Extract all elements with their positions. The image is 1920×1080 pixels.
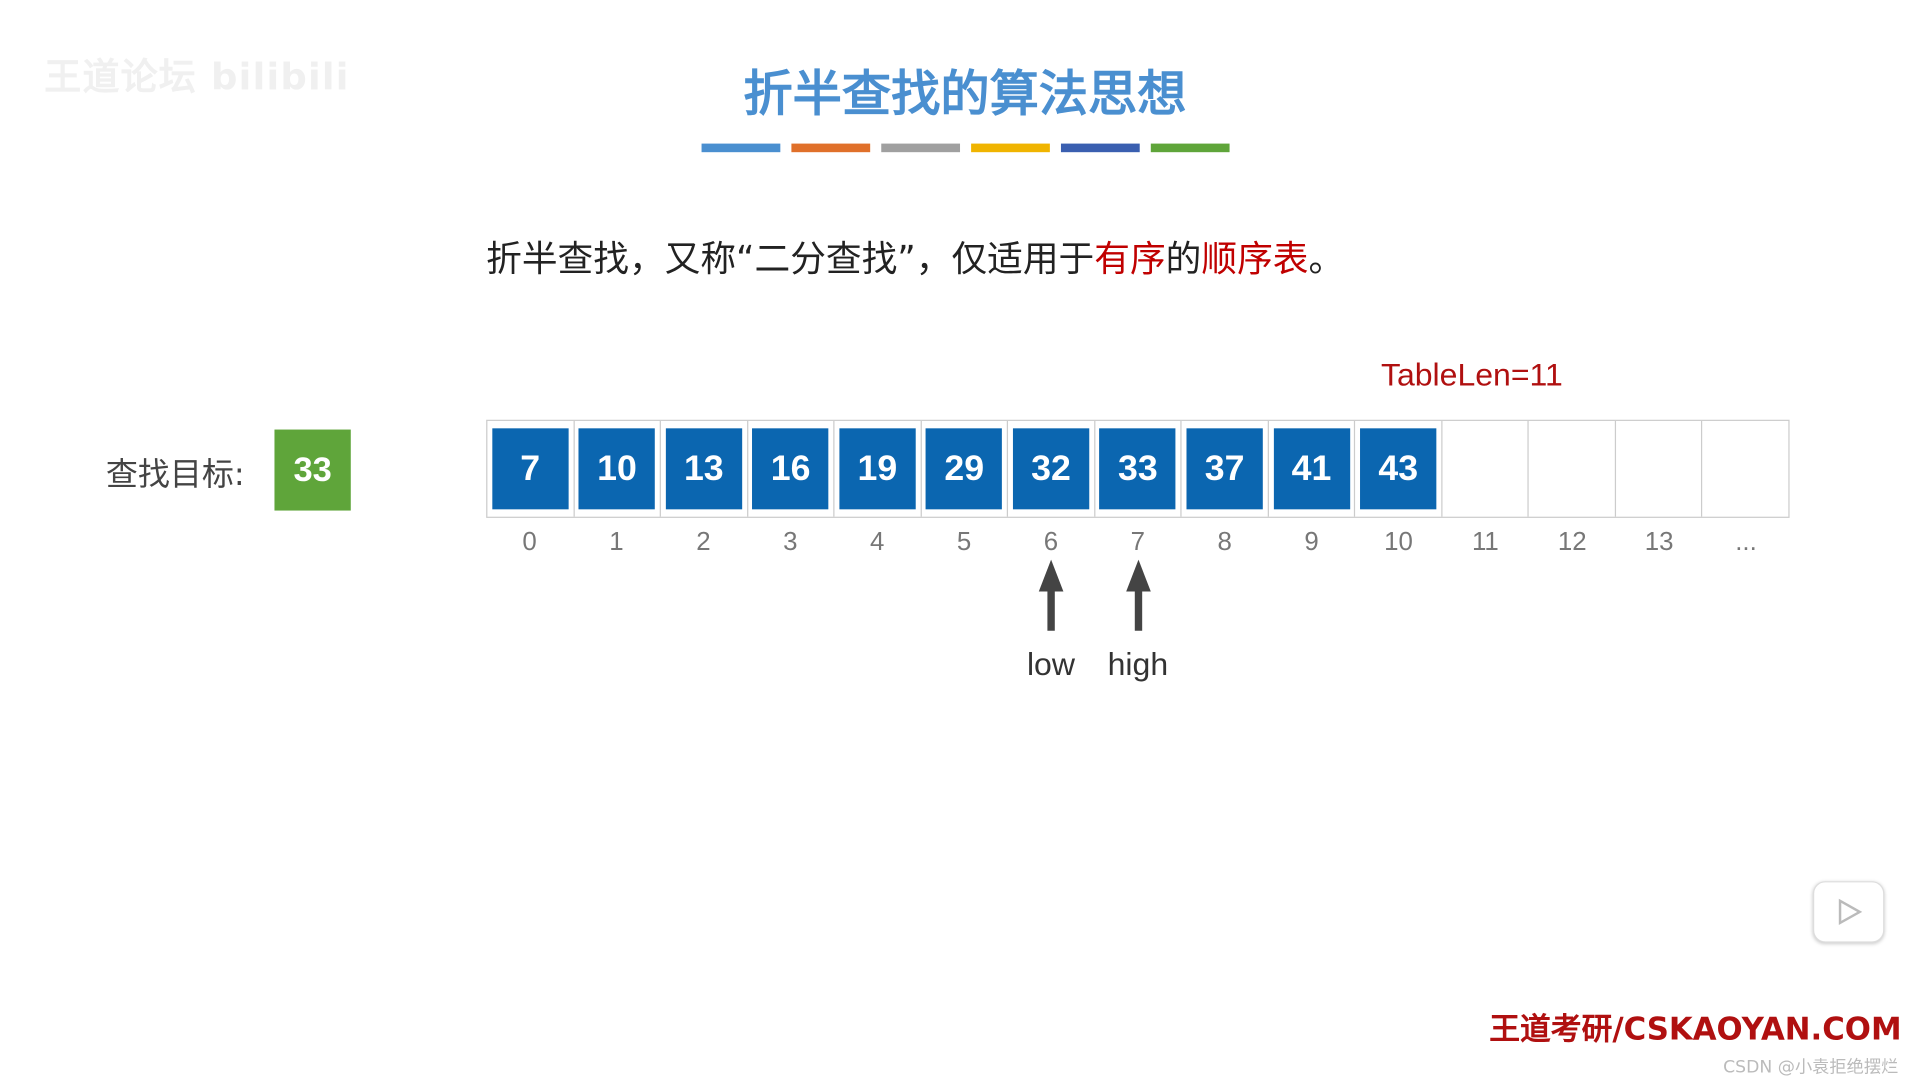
csdn-watermark: CSDN @小袁拒绝摆烂	[1723, 1057, 1899, 1078]
array-value: 19	[839, 428, 916, 510]
array-cell: 37	[1182, 420, 1269, 517]
array-cell: 29	[921, 420, 1009, 517]
arrow-up-icon	[1125, 559, 1151, 631]
underline-segment	[1150, 143, 1230, 153]
array-value: 41	[1273, 428, 1350, 510]
slide-title: 折半查找的算法思想	[743, 66, 1187, 123]
array-value: 33	[1099, 428, 1177, 510]
array-index: 7	[1130, 527, 1146, 556]
array-index: 9	[1304, 527, 1319, 556]
array-index: 4	[869, 527, 885, 556]
table-length: TableLen=11	[1380, 355, 1563, 393]
array-cell	[1703, 421, 1789, 517]
subtitle-emph-seqlist: 顺序表	[1201, 238, 1309, 280]
target-value: 33	[274, 429, 351, 511]
array-cell: 41	[1269, 420, 1356, 517]
array-cell	[1442, 420, 1530, 517]
array-value: 16	[752, 428, 829, 510]
array-index: 13	[1644, 527, 1674, 556]
subtitle-emph-ordered: 有序	[1094, 238, 1166, 280]
array-cell: 7	[487, 420, 575, 517]
array-value: 13	[665, 428, 742, 510]
array-value: 10	[578, 428, 656, 510]
high-pointer	[1113, 559, 1162, 631]
array-index: 2	[696, 527, 711, 556]
array-index: 10	[1384, 527, 1413, 556]
array-value: 32	[1012, 428, 1090, 510]
underline-segment	[791, 143, 871, 153]
array-index: 5	[956, 527, 972, 556]
subtitle-text: 折半查找，又称“二分查找”，仅适用于	[486, 238, 1095, 280]
subtitle: 折半查找，又称“二分查找”，仅适用于有序的顺序表。	[486, 231, 1344, 283]
underline-segment	[971, 143, 1050, 153]
array-index: 3	[783, 527, 798, 556]
array-cell: 32	[1008, 420, 1096, 517]
array-cell: 19	[835, 420, 922, 517]
array-index: 12	[1557, 527, 1587, 556]
low-pointer	[1026, 559, 1075, 631]
subtitle-text: 。	[1308, 238, 1345, 280]
underline-segment	[701, 143, 781, 153]
play-button[interactable]	[1812, 881, 1885, 943]
array-cell: 33	[1095, 420, 1182, 517]
brand-footer: 王道考研/CSKAOYAN.COM	[1489, 1011, 1902, 1047]
array-index: 11	[1471, 527, 1499, 556]
array-value: 29	[926, 428, 1003, 510]
array-index: 8	[1217, 527, 1232, 556]
array-cell: 10	[574, 420, 662, 517]
high-label: high	[1107, 645, 1169, 683]
array-index: 1	[609, 527, 624, 556]
target-label: 查找目标:	[105, 456, 245, 494]
low-label: low	[1026, 645, 1075, 683]
array-index: 6	[1043, 527, 1059, 556]
array-cell: 43	[1355, 420, 1443, 517]
array-value: 43	[1360, 428, 1437, 510]
array-cell	[1529, 420, 1616, 517]
play-icon	[1838, 898, 1863, 926]
array-value: 7	[492, 428, 569, 510]
array-value: 37	[1186, 428, 1263, 510]
array-index: ...	[1735, 527, 1757, 556]
array-cell	[1616, 420, 1703, 517]
array-cell: 13	[661, 420, 748, 517]
array-cell: 16	[748, 420, 835, 517]
subtitle-text: 的	[1165, 238, 1202, 280]
underline-segment	[1060, 143, 1140, 153]
arrow-up-icon	[1038, 559, 1064, 631]
underline-segment	[881, 143, 961, 153]
array-index: 0	[522, 527, 537, 556]
watermark-logo: 王道论坛 bilibili	[44, 56, 350, 100]
